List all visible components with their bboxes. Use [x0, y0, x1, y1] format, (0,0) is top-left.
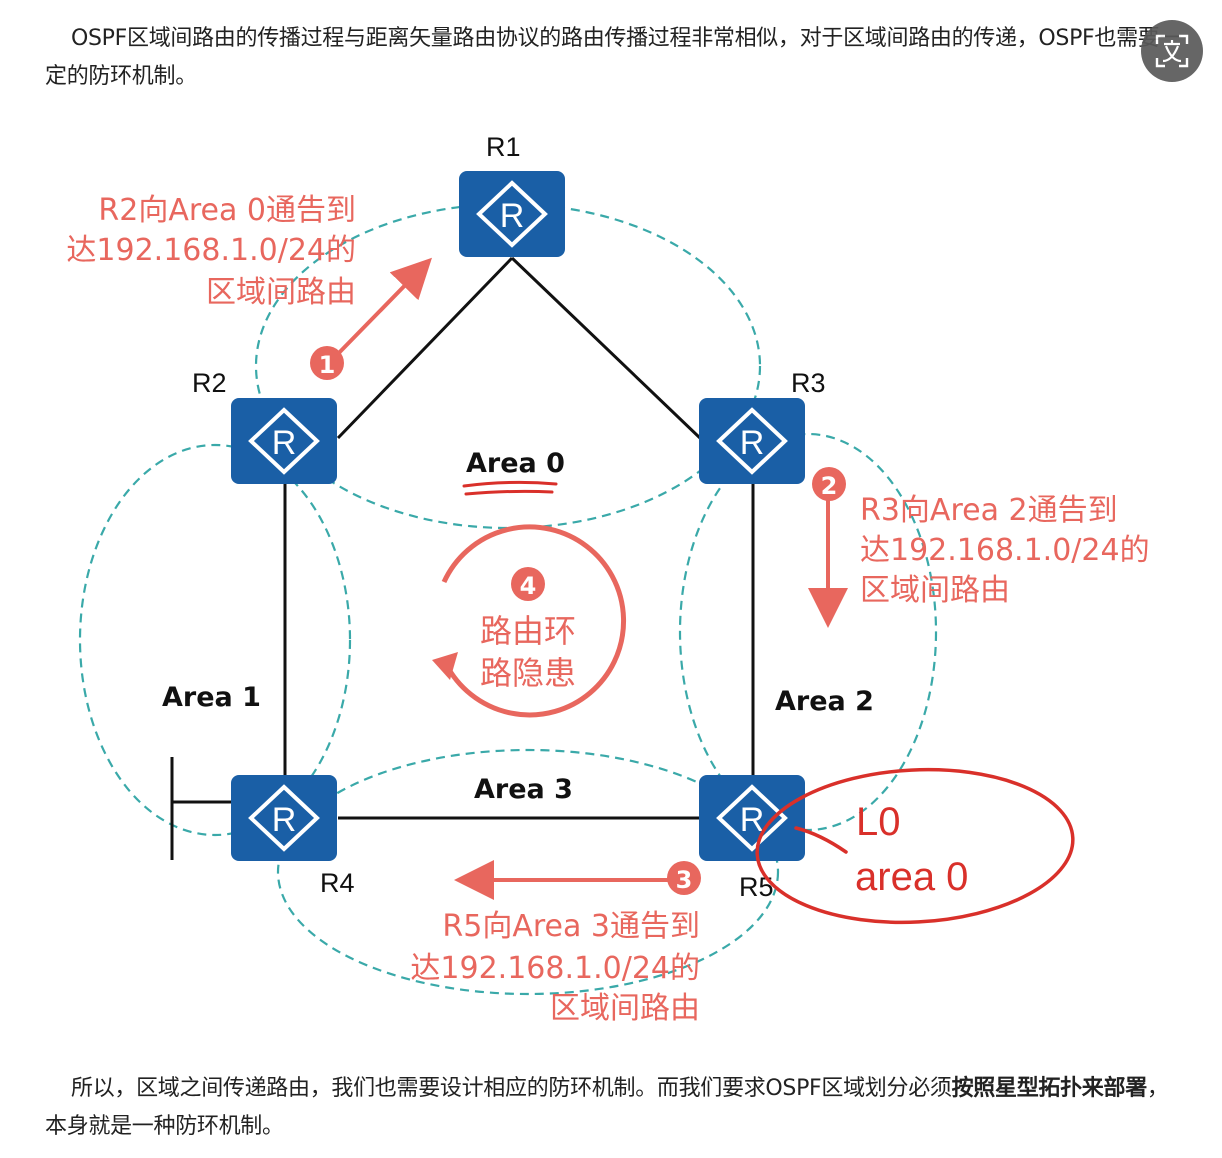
- outro-paragraph: 所以，区域之间传递路由，我们也需要设计相应的防环机制。而我们要求OSPF区域划分…: [45, 1070, 1185, 1146]
- step2-line2: 达192.168.1.0/24的: [860, 533, 1150, 568]
- step3-line3: 区域间路由: [550, 991, 700, 1026]
- router-label-r2: R2: [192, 368, 227, 398]
- router-r1: R: [457, 169, 567, 259]
- step4-loop-arrowhead: [432, 652, 458, 680]
- step2-line1: R3向Area 2通告到: [860, 493, 1118, 528]
- step4-loop-arrow: [441, 524, 627, 718]
- area-label-2: Area 2: [775, 686, 874, 717]
- step2-number: 2: [821, 472, 838, 500]
- step1-number: 1: [319, 351, 336, 379]
- step2-badge: [812, 467, 846, 501]
- handwritten-circle: [755, 767, 1075, 925]
- link-r1-r3: [510, 256, 702, 440]
- step3-number: 3: [676, 866, 693, 894]
- step2-line3: 区域间路由: [860, 573, 1010, 608]
- area-label-3: Area 3: [474, 774, 573, 805]
- handwritten-underline: [462, 480, 558, 496]
- area1-boundary: [78, 443, 352, 837]
- step1-line2: 达192.168.1.0/24的: [66, 233, 356, 268]
- router-label-r5: R5: [739, 872, 774, 902]
- router-r2: R: [229, 396, 339, 486]
- translate-button[interactable]: [1141, 20, 1203, 82]
- outro-text-bold: 按照星型拓扑来部署: [951, 1076, 1148, 1101]
- area-boundaries: [78, 202, 938, 996]
- step1-badge: [310, 346, 344, 380]
- translate-icon: [1155, 34, 1189, 68]
- step4-line2: 路隐患: [480, 654, 576, 692]
- router-glyph: R: [272, 424, 297, 462]
- handwritten-line2: area 0: [855, 855, 968, 899]
- router-r4: R: [229, 773, 339, 863]
- handwritten-line1: L0: [856, 800, 901, 844]
- router-label-r4: R4: [320, 868, 355, 898]
- step4-line1: 路由环: [480, 612, 576, 650]
- step4-badge: [511, 567, 545, 601]
- area3-boundary: [276, 748, 780, 996]
- area-label-0: Area 0: [466, 448, 565, 479]
- router-label-r1: R1: [486, 132, 521, 162]
- router-glyph: R: [272, 801, 297, 839]
- area-label-1: Area 1: [162, 682, 261, 713]
- outro-text-end: ，本身就是一种防环机制。: [45, 1076, 1169, 1139]
- link-r1-r2: [336, 256, 514, 440]
- router-glyph: R: [740, 424, 765, 462]
- step1-line1: R2向Area 0通告到: [98, 193, 356, 228]
- router-glyph: R: [500, 197, 525, 235]
- router-glyph: R: [740, 801, 765, 839]
- router-r3: R: [697, 396, 807, 486]
- step1-line3: 区域间路由: [206, 275, 356, 310]
- step3-line2: 达192.168.1.0/24的: [410, 951, 700, 986]
- handwritten-pointer: [794, 826, 848, 854]
- outro-text-start: 所以，区域之间传递路由，我们也需要设计相应的防环机制。而我们要求OSPF区域划分…: [71, 1076, 952, 1101]
- area0-boundary: [254, 202, 762, 530]
- router-label-r3: R3: [791, 368, 826, 398]
- router-r5: R: [697, 773, 807, 863]
- step4-number: 4: [520, 572, 537, 600]
- links: [170, 256, 755, 860]
- step3-badge: [667, 861, 701, 895]
- intro-paragraph: OSPF区域间路由的传播过程与距离矢量路由协议的路由传播过程非常相似，对于区域间…: [45, 26, 1182, 89]
- step3-line1: R5向Area 3通告到: [442, 909, 700, 944]
- step1-arrow: [328, 257, 432, 364]
